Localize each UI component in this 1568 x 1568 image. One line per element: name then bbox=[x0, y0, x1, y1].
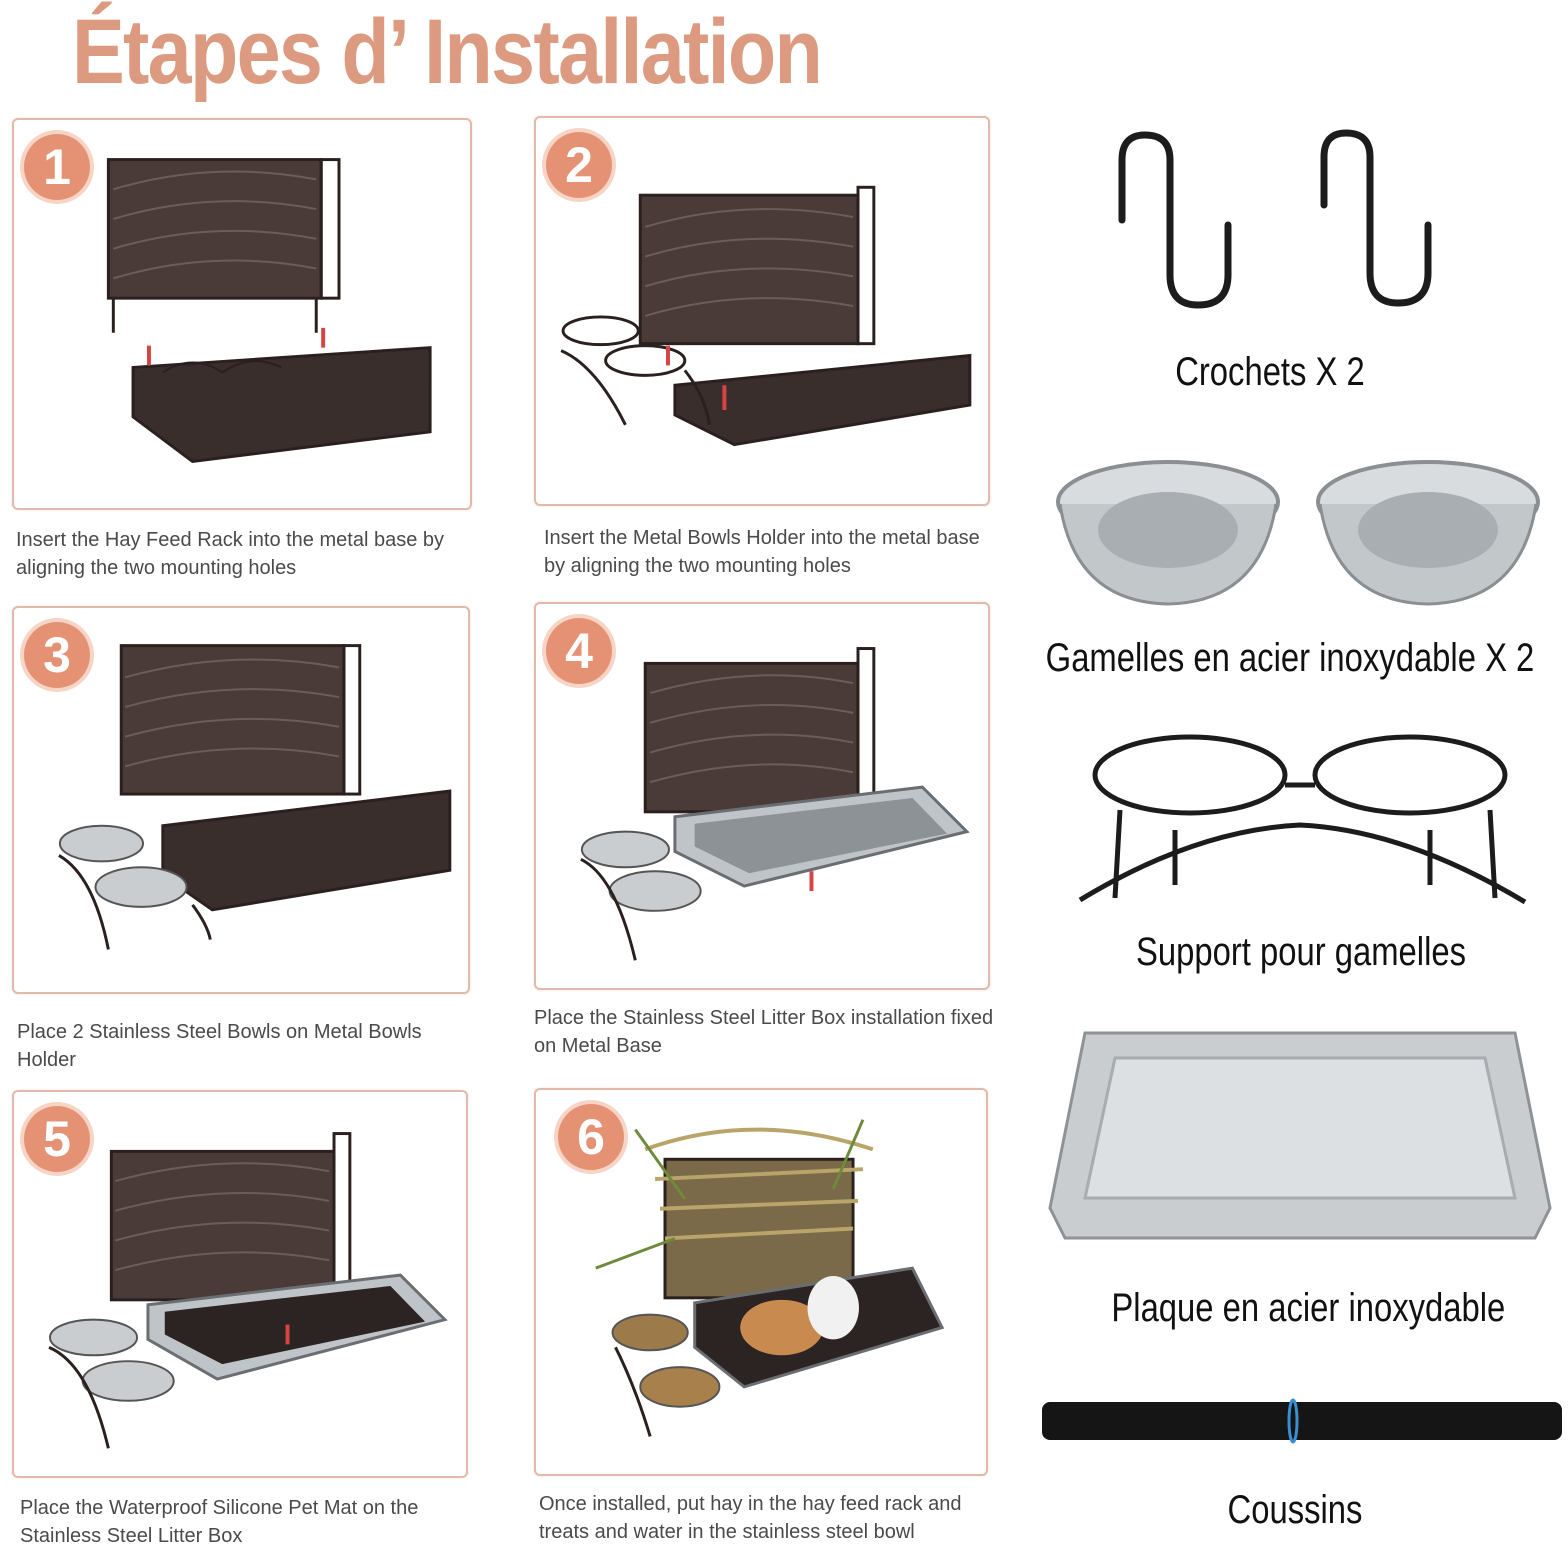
part-label-mat: Coussins bbox=[1227, 1488, 1363, 1532]
step-badge: 1 bbox=[24, 134, 90, 200]
bowl-icon bbox=[1056, 460, 1540, 606]
page-title: Étapes d’ Installation bbox=[72, 1, 823, 103]
step-badge: 2 bbox=[546, 132, 612, 198]
part-label-bowls: Gamelles en acier inoxydable X 2 bbox=[1045, 636, 1535, 680]
step-1-illustration bbox=[106, 158, 432, 464]
step-5-illustration bbox=[48, 1132, 448, 1449]
step-6-panel: 6 bbox=[534, 1088, 988, 1476]
step-2-illustration bbox=[560, 185, 972, 447]
step-1-caption: Insert the Hay Feed Rack into the metal … bbox=[16, 529, 444, 579]
part-label-bowl-stand: Support pour gamelles bbox=[1136, 930, 1467, 974]
step-2-caption: Insert the Metal Bowls Holder into the m… bbox=[544, 527, 980, 577]
step-5-panel: 5 bbox=[12, 1090, 468, 1478]
part-label-steel-tray: Plaque en acier inoxydable bbox=[1111, 1286, 1506, 1330]
step-badge: 5 bbox=[24, 1106, 90, 1172]
hook-icon bbox=[1118, 129, 1432, 309]
step-6-caption: Once installed, put hay in the hay feed … bbox=[539, 1493, 962, 1543]
step-2-panel: 2 bbox=[534, 116, 990, 506]
steel-tray-icon bbox=[1048, 1031, 1552, 1240]
part-label-hooks: Crochets X 2 bbox=[1175, 350, 1365, 394]
step-4-panel: 4 bbox=[534, 602, 990, 990]
step-6-illustration bbox=[595, 1119, 945, 1437]
mat-roll-icon bbox=[1042, 1398, 1562, 1444]
step-3-illustration bbox=[58, 644, 452, 950]
step-1-panel: 1 bbox=[12, 118, 472, 510]
step-3-panel: 3 bbox=[12, 606, 470, 994]
bowl-stand-icon bbox=[1078, 734, 1527, 905]
step-4-caption: Place the Stainless Steel Litter Box ins… bbox=[534, 1007, 994, 1057]
step-badge: 6 bbox=[558, 1104, 624, 1170]
step-3-caption: Place 2 Stainless Steel Bowls on Metal B… bbox=[17, 1021, 422, 1071]
step-4-illustration bbox=[580, 647, 970, 961]
step-badge: 4 bbox=[546, 618, 612, 684]
step-5-caption: Place the Waterproof Silicone Pet Mat on… bbox=[20, 1497, 419, 1547]
step-badge: 3 bbox=[24, 622, 90, 688]
